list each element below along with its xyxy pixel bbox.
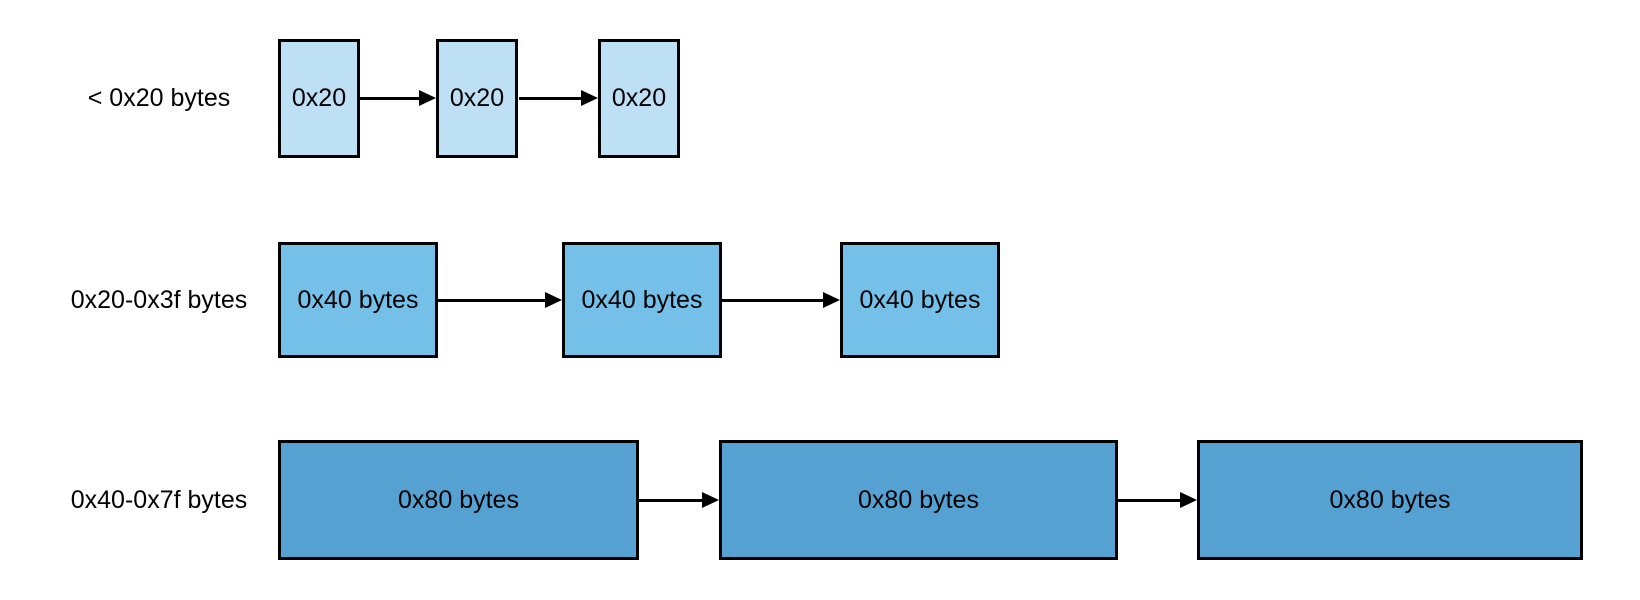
freelist-node-0x20: 0x20 bbox=[278, 39, 360, 158]
arrow-shaft bbox=[1118, 499, 1183, 502]
row-label-under-0x20: < 0x20 bytes bbox=[87, 84, 231, 112]
arrow-connector bbox=[360, 90, 436, 107]
arrow-connector bbox=[1118, 492, 1197, 509]
arrow-connector bbox=[722, 292, 840, 309]
arrow-connector bbox=[639, 492, 719, 509]
arrow-shaft bbox=[639, 499, 705, 502]
arrow-head-icon bbox=[419, 90, 436, 106]
arrow-head-icon bbox=[702, 492, 719, 508]
freelist-node-0x80: 0x80 bytes bbox=[278, 440, 639, 560]
arrow-head-icon bbox=[1180, 492, 1197, 508]
arrow-shaft bbox=[519, 97, 584, 100]
freelist-node-0x80: 0x80 bytes bbox=[1197, 440, 1583, 560]
freelist-node-0x40: 0x40 bytes bbox=[562, 242, 722, 358]
arrow-shaft bbox=[360, 97, 422, 100]
freelist-node-0x40: 0x40 bytes bbox=[278, 242, 438, 358]
row-label-0x40-0x7f: 0x40-0x7f bytes bbox=[70, 486, 248, 514]
arrow-shaft bbox=[722, 299, 826, 302]
arrow-connector bbox=[438, 292, 562, 309]
freelist-node-0x80: 0x80 bytes bbox=[719, 440, 1118, 560]
row-label-0x20-0x3f: 0x20-0x3f bytes bbox=[70, 286, 248, 314]
freelist-node-0x40: 0x40 bytes bbox=[840, 242, 1000, 358]
arrow-head-icon bbox=[581, 90, 598, 106]
freelist-node-0x20: 0x20 bbox=[598, 39, 680, 158]
arrow-shaft bbox=[438, 299, 548, 302]
arrow-connector bbox=[519, 90, 598, 107]
freelist-node-0x20: 0x20 bbox=[436, 39, 518, 158]
arrow-head-icon bbox=[545, 292, 562, 308]
arrow-head-icon bbox=[823, 292, 840, 308]
